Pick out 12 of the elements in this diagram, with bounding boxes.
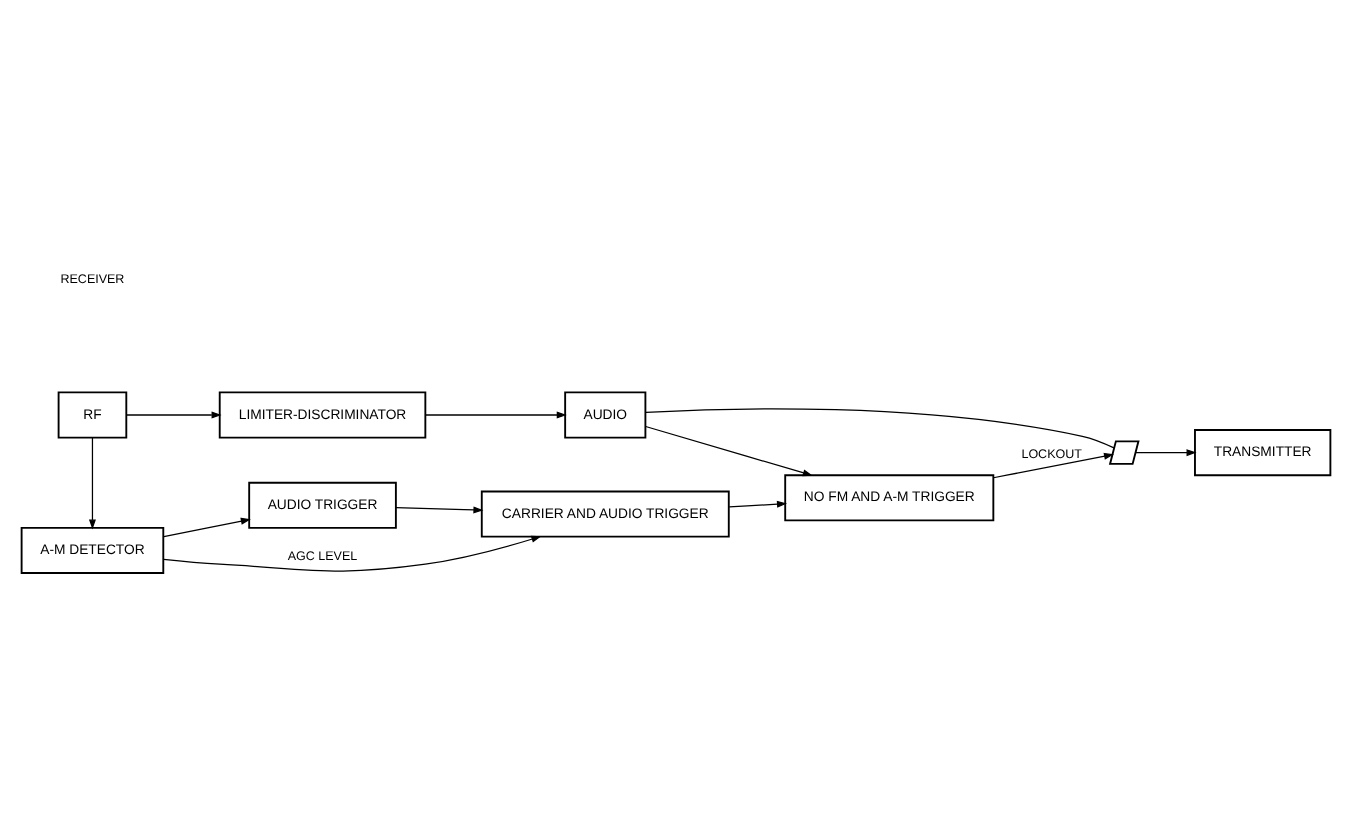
arrow (162, 534, 542, 571)
arrow (645, 424, 813, 476)
connector (645, 407, 1115, 448)
arrow (395, 505, 484, 513)
node-switch (1108, 439, 1140, 464)
arrow (992, 451, 1115, 478)
arrow (1135, 448, 1197, 456)
arrow (125, 410, 222, 418)
arrow (424, 410, 567, 418)
arrow (163, 516, 251, 537)
arrow (88, 436, 96, 529)
arrow (728, 499, 787, 507)
